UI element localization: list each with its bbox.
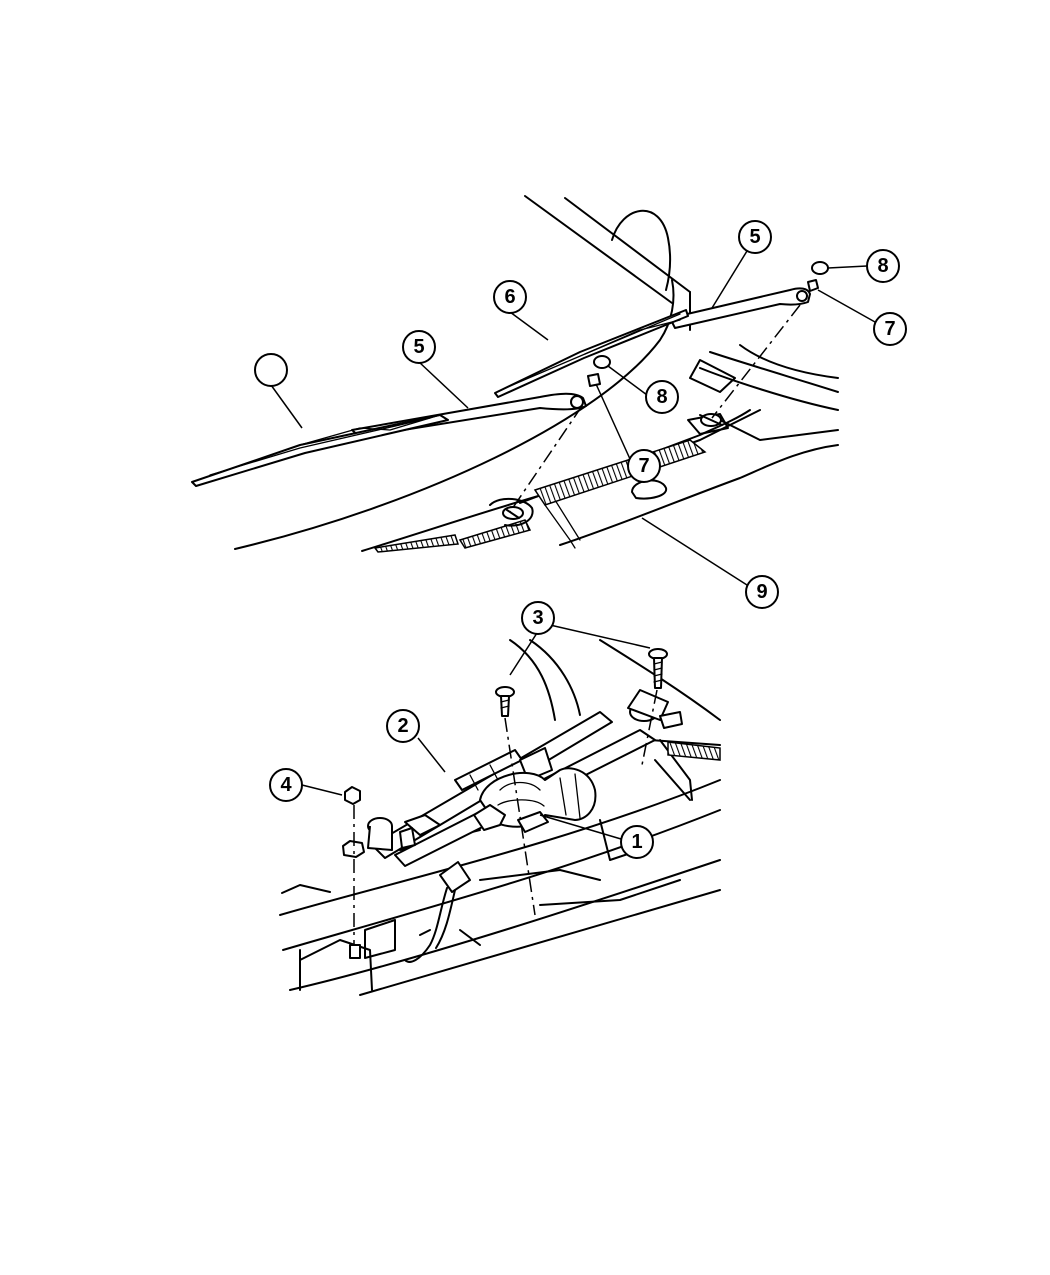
left-wiper-blade	[191, 414, 449, 487]
svg-text:3: 3	[532, 607, 543, 629]
left-arm-cap	[593, 355, 611, 369]
mounting-stud	[349, 944, 361, 959]
upper-view-wiper-arms	[191, 195, 839, 553]
callout-7-right-nut: 7	[873, 312, 907, 346]
cowl-grille-left	[373, 534, 460, 553]
callout-8-right-cap: 8	[866, 249, 900, 283]
upper-left-bolt	[495, 686, 515, 717]
svg-text:2: 2	[397, 715, 408, 737]
svg-text:5: 5	[749, 226, 760, 248]
svg-text:8: 8	[877, 255, 888, 277]
svg-text:7: 7	[638, 455, 649, 477]
callout-1-motor: 1	[620, 825, 654, 859]
left-arm-nut	[587, 373, 601, 387]
svg-text:9: 9	[756, 581, 767, 603]
callout-9-cowl: 9	[745, 575, 779, 609]
windshield-outline	[234, 195, 691, 550]
left-bolt-centerline	[504, 717, 536, 916]
svg-text:5: 5	[413, 336, 424, 358]
plenum-body	[279, 639, 721, 996]
wiper-motor	[473, 767, 597, 833]
right-wiper-arm	[669, 287, 811, 329]
callout-3-bolts: 3	[521, 601, 555, 635]
leader-lines	[270, 250, 876, 840]
upper-right-bolt	[648, 648, 668, 689]
left-pivot-stud	[489, 497, 534, 527]
callout-5-right-arm: 5	[738, 220, 772, 254]
cowl-grille-right	[533, 439, 707, 506]
right-bolt-centerline	[641, 689, 658, 766]
right-pivot-centerline	[711, 304, 801, 419]
svg-text:6: 6	[504, 286, 515, 308]
svg-text:7: 7	[884, 318, 895, 340]
callout-6-left-blade	[254, 353, 288, 387]
cowl-grille-left-2	[458, 519, 532, 549]
svg-text:4: 4	[280, 774, 292, 796]
right-arm-cap	[811, 261, 829, 275]
right-pivot-stud	[699, 413, 723, 427]
svg-text:1: 1	[631, 831, 642, 853]
svg-text:8: 8	[656, 386, 667, 408]
callout-4-nut: 4	[269, 768, 303, 802]
right-wiper-blade	[494, 309, 689, 398]
callout-5-left-arm: 5	[402, 330, 436, 364]
mounting-nut	[342, 786, 365, 858]
right-arm-nut	[807, 279, 819, 292]
left-pivot-centerline	[509, 405, 583, 513]
motor-wire-harness	[404, 861, 471, 963]
callout-2-linkage: 2	[386, 709, 420, 743]
callout-8-left-cap: 8	[645, 380, 679, 414]
callout-6-right-blade: 6	[493, 280, 527, 314]
lower-view-wiper-module	[279, 639, 721, 996]
callout-7-left-nut: 7	[627, 449, 661, 483]
pivot-cover	[631, 479, 668, 500]
